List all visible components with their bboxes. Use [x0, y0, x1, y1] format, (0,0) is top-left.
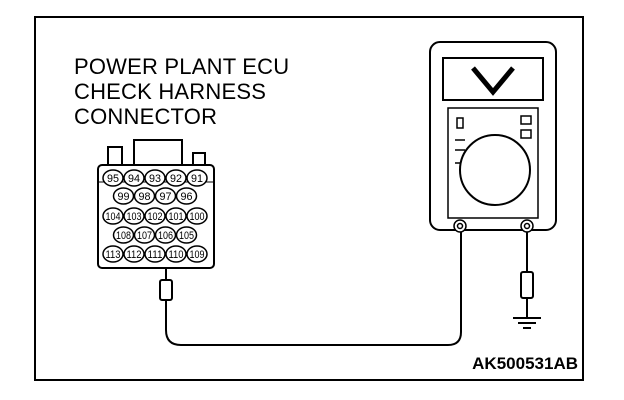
- connector-pin-label: 97: [160, 191, 172, 203]
- connector-pin-93: [144, 169, 166, 187]
- connector-pin-112: [123, 245, 145, 263]
- connector-pin-108: [112, 226, 135, 244]
- connector-pins: 95 94 93 92 91 99 98 97 96 104 103 102 101 100 108 107 1…: [102, 169, 208, 263]
- connector-pin-102: [144, 207, 166, 225]
- connector-pin-label: 104: [106, 211, 121, 223]
- voltage-mode-icon: [471, 66, 515, 96]
- connector-pin-label: 106: [158, 230, 173, 242]
- connector-pin-99: [112, 187, 135, 205]
- connector-pin-100: [186, 207, 208, 225]
- connector-pin-103: [123, 207, 145, 225]
- connector-pin-label: 101: [169, 211, 184, 223]
- connector-pin-label: 95: [107, 173, 119, 185]
- connector-pin-label: 108: [116, 230, 131, 242]
- connector-pin-label: 103: [127, 211, 142, 223]
- connector-pin-label: 93: [149, 173, 161, 185]
- diagram-frame: [34, 16, 584, 381]
- connector-title: POWER PLANT ECU CHECK HARNESS CONNECTOR: [74, 54, 289, 129]
- connector-pin-label: 98: [139, 191, 151, 203]
- connector-pin-113: [102, 245, 124, 263]
- connector-pin-label: 92: [170, 173, 182, 185]
- connector-pin-95: [102, 169, 124, 187]
- connector-pin-label: 96: [181, 191, 193, 203]
- connector-pin-label: 100: [190, 211, 205, 223]
- multimeter: [429, 41, 557, 233]
- title-line-3: CONNECTOR: [74, 104, 218, 129]
- connector-pin-104: [102, 207, 124, 225]
- connector-pin-91: [186, 169, 208, 187]
- figure-code: AK500531AB: [472, 354, 578, 373]
- connector-pin-label: 109: [190, 249, 205, 261]
- connector-pin-105: [175, 226, 198, 244]
- connector-pin-110: [165, 245, 187, 263]
- title-line-2: CHECK HARNESS: [74, 79, 267, 104]
- connector-pin-101: [165, 207, 187, 225]
- connector-pin-label: 113: [106, 249, 121, 261]
- connector-pin-label: 110: [169, 249, 184, 261]
- connector-pin-107: [133, 226, 156, 244]
- connector-pin-label: 111: [148, 249, 163, 261]
- connector-pin-label: 112: [127, 249, 142, 261]
- connector-pin-label: 94: [128, 173, 140, 185]
- connector-pin-label: 102: [148, 211, 163, 223]
- connector-pin-label: 107: [137, 230, 152, 242]
- ground-icon: [513, 317, 541, 329]
- ground-lead: [520, 232, 534, 318]
- connector-pin-94: [123, 169, 145, 187]
- connector-pin-109: [186, 245, 208, 263]
- connector-pin-98: [133, 187, 156, 205]
- connector-pin-97: [154, 187, 177, 205]
- connector-pin-label: 91: [191, 173, 203, 185]
- test-lead-wire: [165, 230, 462, 346]
- title-line-1: POWER PLANT ECU: [74, 54, 290, 79]
- probe-connector-side: [159, 279, 173, 306]
- connector-pin-92: [165, 169, 187, 187]
- connector-pin-96: [175, 187, 198, 205]
- connector-pin-106: [154, 226, 177, 244]
- connector-pin-label: 99: [118, 191, 130, 203]
- connector-pin-label: 105: [179, 230, 194, 242]
- connector-pin-111: [144, 245, 166, 263]
